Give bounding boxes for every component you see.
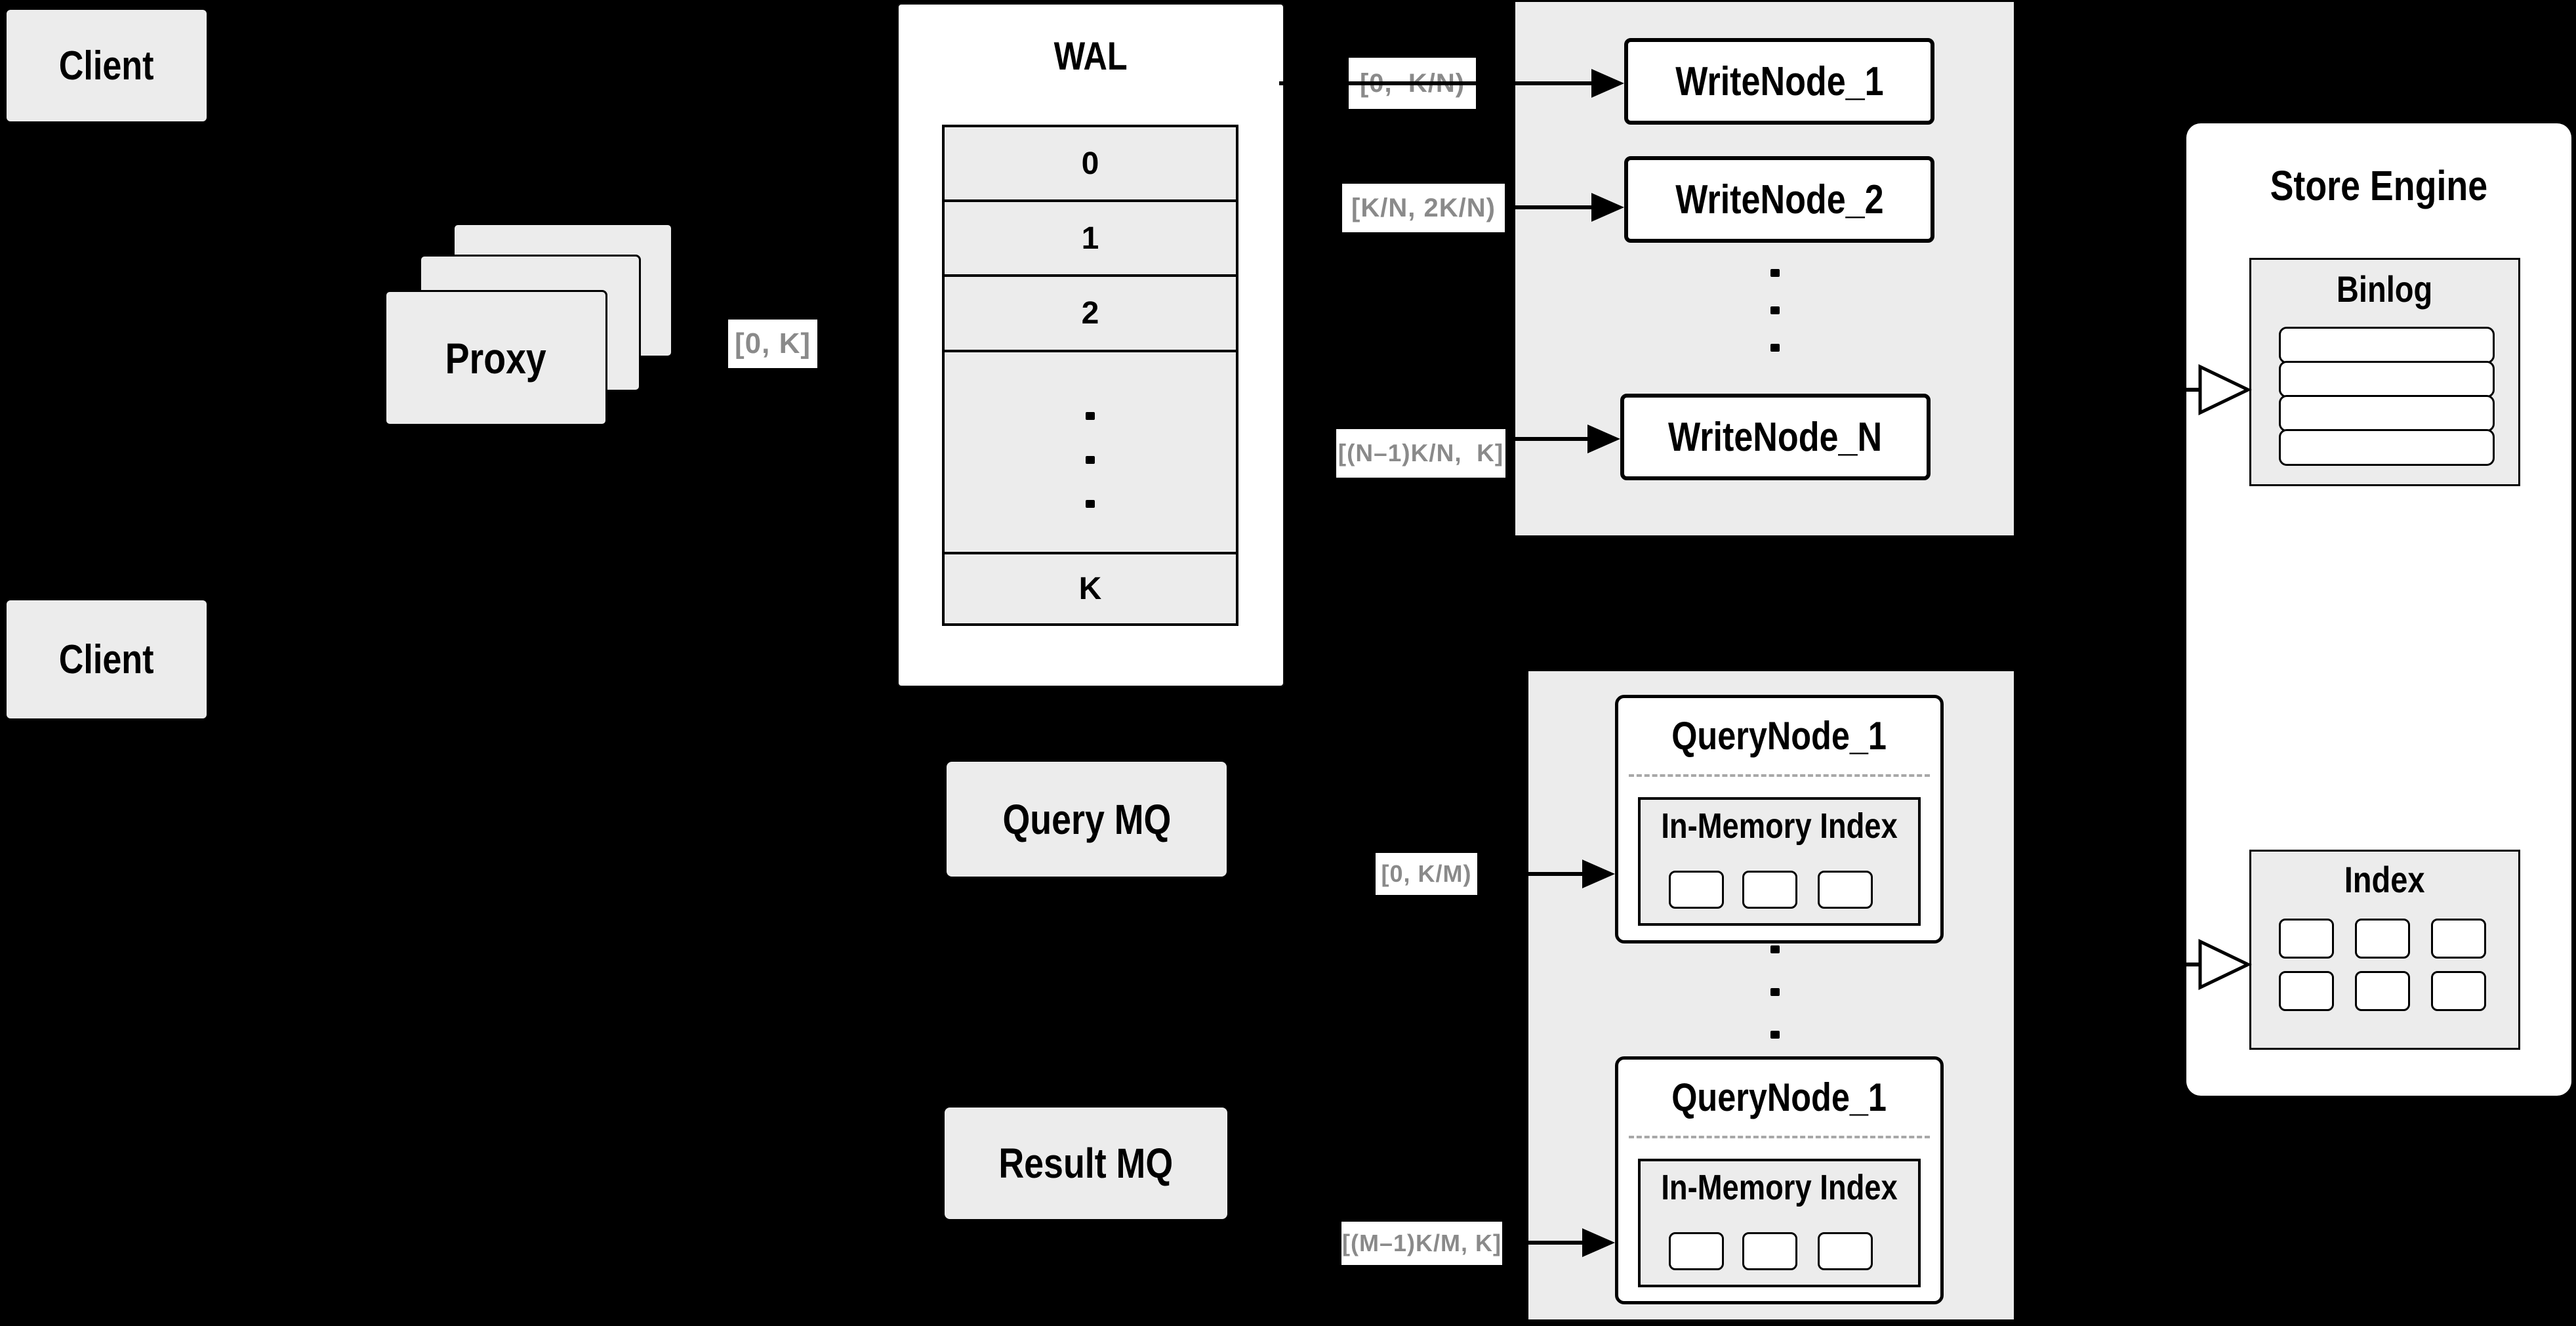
memory-cell (1669, 1232, 1724, 1270)
client-bottom-label: Client (59, 636, 154, 682)
index-cell (2279, 971, 2334, 1011)
in-memory-index-box: In-Memory Index (1638, 797, 1921, 926)
range-label-write-node-2: [K/N, 2K/N) (1342, 184, 1505, 232)
binlog-row (2279, 429, 2495, 466)
index-cell (2431, 919, 2486, 959)
query-node-title: QueryNode_1 (1671, 713, 1887, 758)
proxy-label: Proxy (445, 333, 547, 383)
in-memory-index-title: In-Memory Index (1661, 806, 1898, 846)
write-nodes-ellipsis-dot (1770, 306, 1780, 314)
memory-cell (1742, 871, 1797, 909)
binlog-row (2279, 361, 2495, 398)
proxy-card-front: Proxy (384, 290, 607, 426)
memory-cell (1742, 1232, 1797, 1270)
wal-ellipsis-dot (1086, 500, 1095, 508)
wal-segment-row: 2 (945, 277, 1236, 352)
client-top-label: Client (59, 43, 154, 89)
write-node-1: WriteNode_1 (1624, 38, 1934, 125)
wal-ellipsis-dot (1086, 456, 1095, 464)
query-nodes-ellipsis-dot (1770, 988, 1780, 996)
memory-cell (1818, 871, 1873, 909)
query-node-title: QueryNode_1 (1671, 1075, 1887, 1119)
in-memory-index-box: In-Memory Index (1638, 1159, 1921, 1287)
wal-segment-row: 1 (945, 202, 1236, 277)
range-label-proxy-to-wal: [0, K] (728, 320, 817, 368)
dashed-divider (1629, 1136, 1930, 1138)
client-box-bottom: Client (7, 600, 207, 718)
query-node-top: QueryNode_1 In-Memory Index (1615, 695, 1944, 943)
wal-segment-row: 0 (945, 127, 1236, 202)
dashed-divider (1629, 774, 1930, 777)
wal-segment-table: 0 1 2 K (942, 125, 1238, 626)
query-nodes-ellipsis-dot (1770, 1031, 1780, 1039)
write-nodes-ellipsis-dot (1770, 344, 1780, 352)
query-node-bottom: QueryNode_1 In-Memory Index (1615, 1056, 1944, 1304)
in-memory-index-title: In-Memory Index (1661, 1168, 1898, 1207)
store-engine-title: Store Engine (2270, 162, 2488, 209)
result-mq-box: Result MQ (945, 1108, 1227, 1219)
query-nodes-ellipsis-dot (1770, 945, 1780, 953)
wal-ellipsis-dot (1086, 412, 1095, 420)
memory-cell (1669, 871, 1724, 909)
binlog-title: Binlog (2337, 268, 2433, 310)
memory-cell (1818, 1232, 1873, 1270)
range-label-write-node-1: [0, K/N) (1349, 58, 1476, 109)
client-box-top: Client (7, 10, 207, 121)
index-cell (2355, 919, 2410, 959)
write-node-n: WriteNode_N (1620, 394, 1931, 480)
range-label-query-node-m: [(M–1)K/M, K] (1341, 1222, 1502, 1265)
index-title: Index (2344, 858, 2425, 900)
wal-title: WAL (1054, 33, 1128, 78)
write-nodes-ellipsis-dot (1770, 269, 1780, 277)
query-mq-box: Query MQ (947, 762, 1227, 877)
write-node-2: WriteNode_2 (1624, 156, 1934, 243)
index-cell (2355, 971, 2410, 1011)
wal-ellipsis-row (945, 352, 1236, 554)
index-cell (2279, 919, 2334, 959)
binlog-row (2279, 395, 2495, 432)
range-label-query-node-1: [0, K/M) (1376, 853, 1477, 895)
wal-segment-row: K (945, 554, 1236, 623)
range-label-write-node-n: [(N–1)K/N, K] (1336, 429, 1505, 478)
binlog-row (2279, 327, 2495, 363)
index-cell (2431, 971, 2486, 1011)
